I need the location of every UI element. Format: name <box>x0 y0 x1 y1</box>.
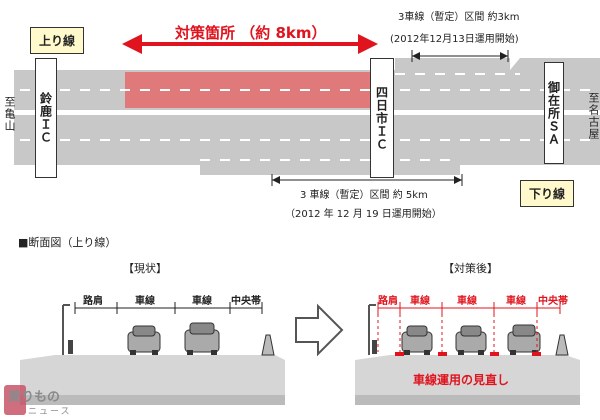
after-note: 車線運用の見直し <box>413 373 510 387</box>
current-label: 【現状】 <box>123 262 167 275</box>
yokkaichi-ic-box: 四日市ＩＣ <box>370 58 394 178</box>
downbound-lane-dashes <box>20 139 600 161</box>
countermeasure-arrow <box>122 34 378 54</box>
yokkaichi-ic-label: 四日市ＩＣ <box>374 85 389 151</box>
current-header-lane1: 車線 <box>135 296 155 307</box>
logo-mark <box>4 385 26 415</box>
logo-sub: ニュース <box>28 407 72 417</box>
current-post <box>62 304 73 355</box>
downbound-tag: 下り線 <box>520 180 575 207</box>
after-lane-marks <box>395 352 541 356</box>
upbound-3km-section <box>395 58 510 70</box>
suzuka-ic-label: 鈴鹿ＩＣ <box>38 92 53 144</box>
section3km-date: (2012年12月13日運用開始) <box>390 34 519 45</box>
section3km-label: 3車線（暫定）区間 約3km <box>398 12 520 23</box>
current-ground <box>20 355 285 405</box>
current-header-lane2: 車線 <box>192 296 212 307</box>
after-car-3 <box>507 324 541 355</box>
current-car-2 <box>184 322 220 355</box>
current-dimension <box>74 302 263 314</box>
downbound-road <box>14 115 600 175</box>
section3km-dimension <box>411 50 509 62</box>
after-post <box>368 304 377 355</box>
cross-section-title: ■断面図（上り線） <box>18 236 117 249</box>
after-car-2 <box>455 325 487 355</box>
after-header-median: 中央帯 <box>538 296 568 307</box>
median-strip <box>14 110 600 115</box>
section5km-label: 3 車線（暫定）区間 約 5km <box>300 190 428 201</box>
suzuka-ic-box: 鈴鹿ＩＣ <box>35 58 57 178</box>
section5km-dimension <box>271 174 463 186</box>
current-lane-marks <box>113 353 234 355</box>
after-header-lane1: 車線 <box>410 296 430 307</box>
after-label: 【対策後】 <box>443 262 498 275</box>
gozaisho-sa-label: 御在所ＳＡ <box>546 80 561 146</box>
upbound-tag: 上り線 <box>30 27 85 54</box>
logo-main: 乗りもの <box>8 390 61 405</box>
transition-arrow <box>295 303 344 357</box>
current-header-median: 中央帯 <box>231 296 261 307</box>
countermeasure-label: 対策箇所 （約 8km） <box>175 24 327 42</box>
section5km-date: （2012 年 12 月 19 日運用開始） <box>285 209 442 220</box>
after-car-1 <box>401 325 433 355</box>
upbound-lane-dashes <box>20 73 600 91</box>
left-destination: 至亀山 <box>3 96 16 132</box>
after-ground <box>355 355 580 405</box>
after-header-shoulder: 路肩 <box>378 296 398 307</box>
after-barrier <box>555 334 569 356</box>
current-car-1 <box>127 325 161 355</box>
after-dimension <box>377 302 561 352</box>
after-header-lane2: 車線 <box>457 296 477 307</box>
after-header-lane3: 車線 <box>506 296 526 307</box>
gozaisho-sa-box: 御在所ＳＡ <box>544 62 564 164</box>
right-destination: 至名古屋 <box>587 92 600 140</box>
current-barrier <box>261 334 275 356</box>
current-header-shoulder: 路肩 <box>83 296 103 307</box>
